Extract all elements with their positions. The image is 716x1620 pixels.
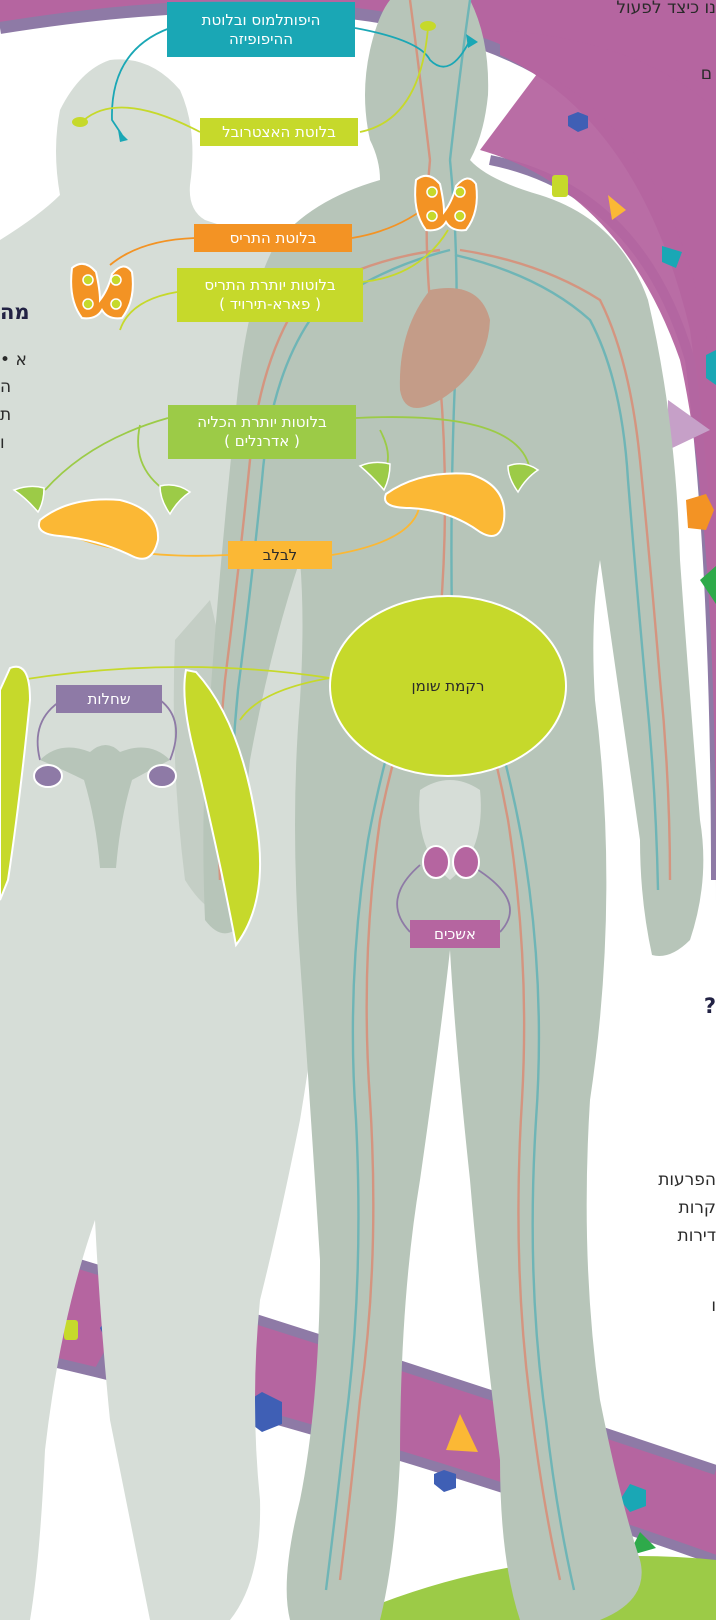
label-pancreas-text: לבלב [263,546,297,565]
label-hypothalamus: היפותלמוס ובלוטת ההיפופיזה [167,2,355,57]
left-bullet-1: • א [0,350,27,370]
label-pancreas: לבלב [228,541,332,569]
label-hypothalamus-line2: ההיפופיזה [229,30,293,49]
ovary-right [148,765,176,787]
right-paragraph-1: הפרעות [658,1170,716,1190]
gem [552,175,568,197]
label-thyroid-text: בלוטת התריס [230,229,317,248]
testis-left [423,846,449,878]
label-adrenal: בלוטות יותרת הכליה ( אדרנלים ) [168,405,356,459]
label-parathyroid-line2: ( פארא-תירויד ) [219,295,321,314]
left-bullet-3: ת [0,405,11,425]
label-testes: אשכים [410,920,500,948]
pineal-left [72,117,88,127]
label-ovaries: שחלות [56,685,162,713]
label-adipose-text: רקמת שומן [412,677,485,696]
label-hypothalamus-line1: היפותלמוס ובלוטת [202,11,321,30]
gem [64,1320,78,1340]
left-bullet-4: ו [0,433,5,453]
right-paragraph-4: ו [711,1296,716,1316]
label-testes-text: אשכים [434,925,476,944]
left-bullet-2: ה [0,377,11,397]
label-adipose: רקמת שומן [380,672,516,700]
label-ovaries-text: שחלות [88,690,131,709]
label-adrenal-line1: בלוטות יותרת הכליה [197,413,327,432]
label-parathyroid: בלוטות יותרת התריס ( פארא-תירויד ) [177,268,363,322]
label-parathyroid-line1: בלוטות יותרת התריס [204,276,335,295]
side-text-top-right-2: ם [701,64,712,84]
label-adrenal-line2: ( אדרנלים ) [224,432,300,451]
label-pineal-text: בלוטת האצטרובל [222,123,336,142]
right-question: ? [704,994,716,1018]
right-paragraph-2: קרות [679,1198,716,1218]
side-text-top-right-1: נו כיצד לפעול [616,0,716,18]
pineal-right [420,21,436,31]
ovary-left [34,765,62,787]
label-pineal: בלוטת האצטרובל [200,118,358,146]
testis-right [453,846,479,878]
right-paragraph-3: דירות [678,1226,716,1246]
label-thyroid: בלוטת התריס [194,224,352,252]
left-heading: מה [0,300,30,324]
gem [434,1470,456,1492]
